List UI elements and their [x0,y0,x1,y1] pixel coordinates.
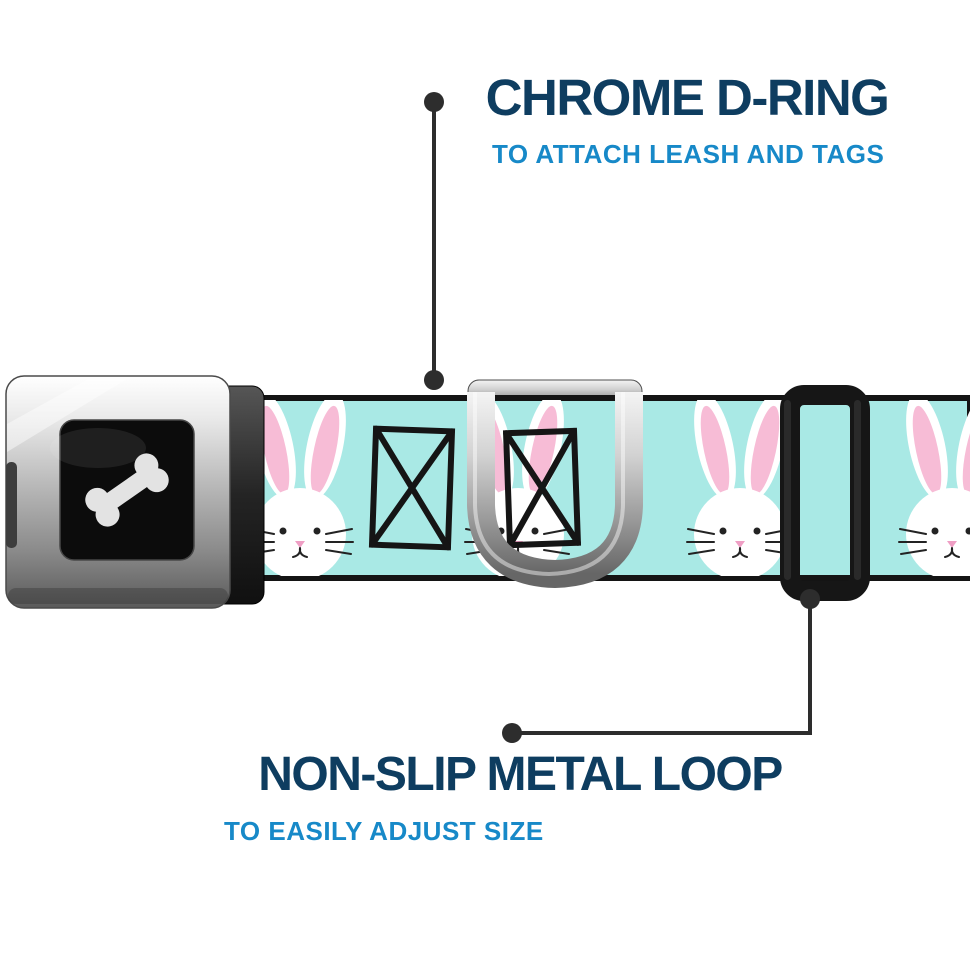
callout-dot [502,723,522,743]
seatbelt-buckle [5,375,265,609]
callout-dot [424,92,444,112]
bone-icon [85,453,169,527]
bottom-callout-title: NON-SLIP METAL LOOP [258,748,783,801]
box-stitching [368,425,582,551]
d-ring [467,392,643,589]
buckle-slot [6,462,17,548]
collar-strap [229,395,970,581]
top-callout-subtitle: TO ATTACH LEASH AND TAGS [492,139,885,169]
top-callout-title: CHROME D-RING [485,69,890,126]
bottom-callout-subtitle: TO EASILY ADJUST SIZE [224,816,544,846]
callout-dot [424,370,444,390]
bottom-callout-line [502,589,820,743]
callout-dot [800,589,820,609]
slide-adjuster [780,385,870,601]
top-callout-line [424,92,444,390]
